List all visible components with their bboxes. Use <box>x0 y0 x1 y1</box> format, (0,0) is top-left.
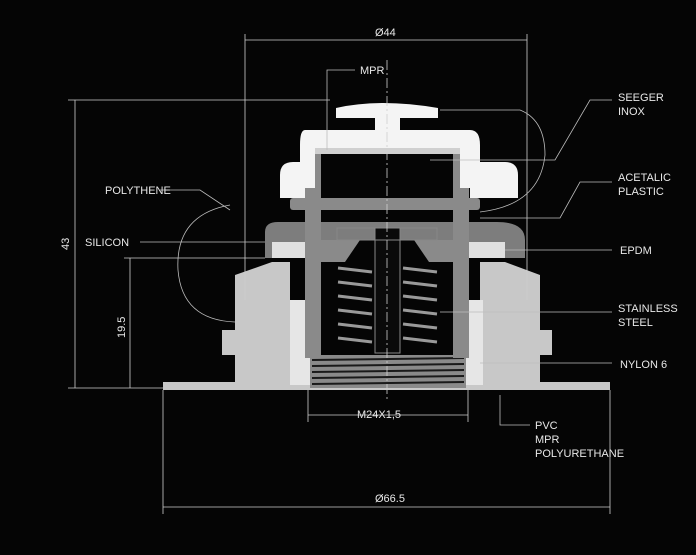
label-base-2: MPR <box>535 434 560 446</box>
dim-total-height: 43 <box>60 238 72 250</box>
label-base-3: POLYURETHANE <box>535 448 624 460</box>
dim-thread: M24X1,5 <box>357 409 401 421</box>
label-nylon: NYLON 6 <box>620 359 667 371</box>
bottom-thread <box>310 355 466 388</box>
dimension-lines <box>68 34 611 514</box>
label-silicon: SILICON <box>85 237 129 249</box>
label-seeger-2: INOX <box>618 106 646 118</box>
label-acetalic-2: PLASTIC <box>618 186 664 198</box>
label-stainless-2: STEEL <box>618 317 653 329</box>
label-base-1: PVC <box>535 420 558 432</box>
leader-lines <box>140 69 612 426</box>
label-stainless-1: STAINLESS <box>618 303 678 315</box>
dim-top-diameter: Ø44 <box>375 27 396 39</box>
label-seeger-1: SEEGER <box>618 92 664 104</box>
label-epdm: EPDM <box>620 245 652 257</box>
springs <box>337 266 438 344</box>
label-mpr: MPR <box>360 65 385 77</box>
label-acetalic-1: ACETALIC <box>618 172 671 184</box>
dim-base-diameter: Ø66.5 <box>375 493 405 505</box>
inner-body <box>290 150 480 358</box>
label-polythene: POLYTHENE <box>105 185 171 197</box>
dim-base-height: 19.5 <box>116 317 128 338</box>
